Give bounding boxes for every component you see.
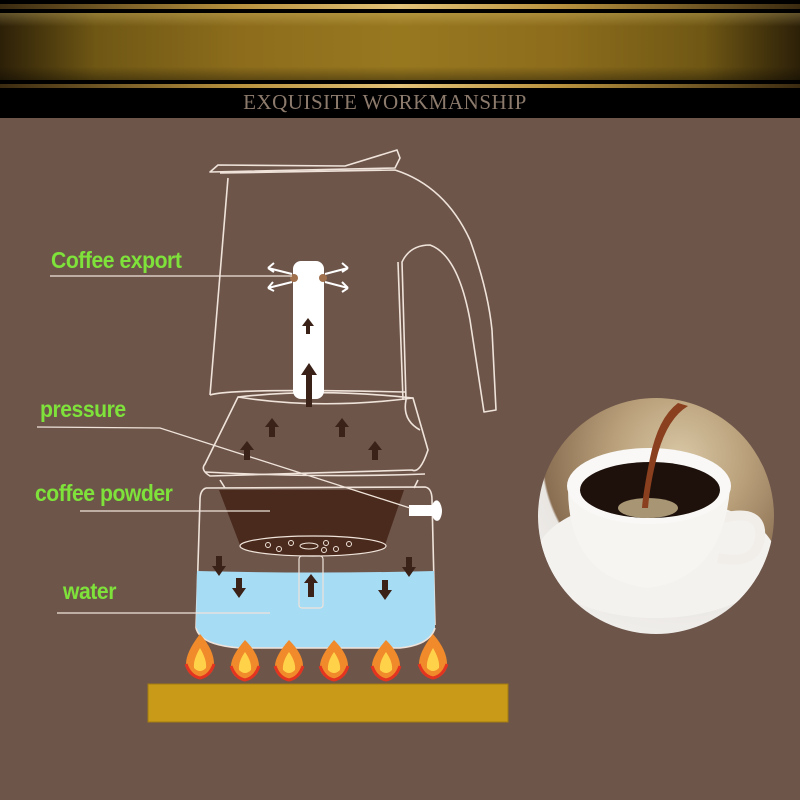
lower-chamber-outline — [195, 479, 436, 629]
label-pressure: pressure — [40, 396, 126, 422]
stove-base — [147, 683, 509, 723]
tagline: EXQUISITE WORKMANSHIP — [243, 90, 527, 114]
fire-icon — [417, 634, 449, 680]
fire-icon — [229, 640, 261, 682]
header-banner: EXQUISITE WORKMANSHIP — [0, 0, 800, 118]
fire-icon — [370, 640, 402, 682]
label-coffee-export: Coffee export — [51, 247, 182, 273]
fire-icon — [184, 634, 216, 680]
coffee-grounds — [219, 490, 404, 551]
label-water: water — [63, 578, 116, 604]
safety-valve — [409, 500, 442, 521]
pressure-cone-outline — [202, 391, 429, 477]
fire-icon — [318, 640, 350, 682]
gold-band — [0, 13, 800, 80]
leader-lines — [36, 275, 411, 614]
coffee-cup-illustration — [538, 403, 774, 618]
gold-line-bottom — [0, 84, 800, 88]
gold-line-top — [0, 4, 800, 9]
filter-plate — [239, 535, 387, 557]
export-arrows — [267, 262, 349, 293]
water — [196, 571, 435, 648]
upper-chamber-outline — [209, 149, 497, 431]
arrow-up-icon — [302, 318, 314, 334]
filter-holes — [265, 540, 352, 553]
coffee-cup-photo — [538, 398, 774, 634]
funnel-tube — [298, 555, 324, 609]
label-coffee-powder: coffee powder — [35, 480, 173, 506]
arrow-up-icon — [301, 363, 317, 407]
fire-icon — [273, 640, 305, 682]
arrow-down-icon — [212, 556, 226, 576]
flames — [184, 634, 449, 682]
flow-arrows — [212, 318, 416, 600]
